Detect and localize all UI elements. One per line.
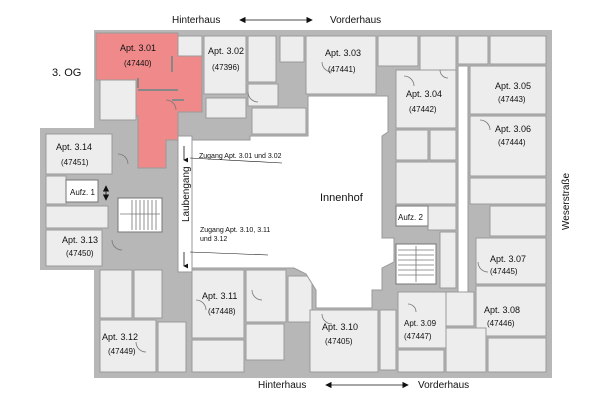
rooms — [45, 35, 547, 373]
apt-3-05-name: Apt. 3.05 — [495, 81, 531, 91]
access-note-2-line1: Zugang Apt. 3.10, 3.11 — [200, 227, 270, 234]
apt-3-01-name: Apt. 3.01 — [120, 43, 156, 53]
apt-3-01-highlight[interactable] — [95, 32, 203, 169]
elevator-1-label: Aufz. 1 — [70, 188, 95, 197]
bottom-label-hinterhaus: Hinterhaus — [258, 380, 306, 391]
apt-3-10-id: (47405) — [325, 337, 353, 346]
apt-3-04-id: (47442) — [409, 105, 437, 114]
apt-3-02-id: (47396) — [212, 63, 240, 72]
apt-3-12-id: (47449) — [108, 347, 136, 356]
apt-3-01-walls — [137, 56, 184, 101]
apt-3-07-name: Apt. 3.07 — [490, 254, 526, 264]
apt-3-14-id: (47451) — [61, 158, 89, 167]
street-label: Weserstraße — [561, 173, 572, 230]
access-note-1: Zugang Apt. 3.01 und 3.02 — [199, 153, 282, 160]
apt-3-08-name: Apt. 3.08 — [484, 305, 520, 315]
walkway — [177, 135, 193, 273]
apt-3-11-id: (47448) — [208, 307, 236, 316]
bottom-label-vorderhaus: Vorderhaus — [418, 380, 469, 391]
walkway-label: Laubengang — [181, 166, 192, 222]
apartment-labels: Apt. 3.01 (47440) Apt. 3.02 (47396) Apt.… — [56, 43, 531, 356]
apt-3-05-id: (47443) — [498, 95, 526, 104]
apt-3-13-name: Apt. 3.13 — [62, 235, 98, 245]
access-note-2-line2: und 3.12 — [200, 236, 227, 243]
courtyard-label: Innenhof — [320, 192, 364, 204]
staircase-left — [117, 197, 163, 233]
elevator-2-shaft — [395, 205, 429, 227]
apt-3-02-name: Apt. 3.02 — [208, 46, 244, 56]
apt-3-03-id: (47441) — [328, 65, 356, 74]
apt-3-11-name: Apt. 3.11 — [202, 291, 237, 301]
apt-3-09-name: Apt. 3.09 — [404, 319, 437, 328]
top-label-vorderhaus: Vorderhaus — [330, 15, 381, 26]
apt-3-06-name: Apt. 3.06 — [495, 124, 531, 134]
apt-3-06-id: (47444) — [498, 138, 526, 147]
apt-3-10-name: Apt. 3.10 — [322, 322, 358, 332]
top-label-hinterhaus: Hinterhaus — [172, 15, 220, 26]
elevator-2-label: Aufz. 2 — [398, 213, 423, 222]
apt-3-04-name: Apt. 3.04 — [406, 89, 442, 99]
staircase-right — [395, 243, 437, 285]
door-swings — [111, 61, 491, 353]
apt-3-03-name: Apt. 3.03 — [325, 48, 361, 58]
apt-3-09-id: (47447) — [404, 332, 432, 341]
service-corridor — [457, 65, 469, 293]
apt-3-12-name: Apt. 3.12 — [102, 332, 138, 342]
courtyard-area — [191, 95, 395, 309]
floor-label: 3. OG — [52, 67, 81, 79]
apt-3-08-id: (47446) — [487, 319, 515, 328]
access-leader-2 — [189, 251, 269, 256]
apt-3-07-id: (47445) — [490, 267, 518, 276]
access-leader-1 — [189, 157, 283, 164]
apt-3-14-name: Apt. 3.14 — [56, 142, 92, 152]
apt-3-13-id: (47450) — [66, 249, 94, 258]
elevator-1-shaft — [65, 179, 99, 203]
apt-3-01-id: (47440) — [124, 59, 152, 68]
